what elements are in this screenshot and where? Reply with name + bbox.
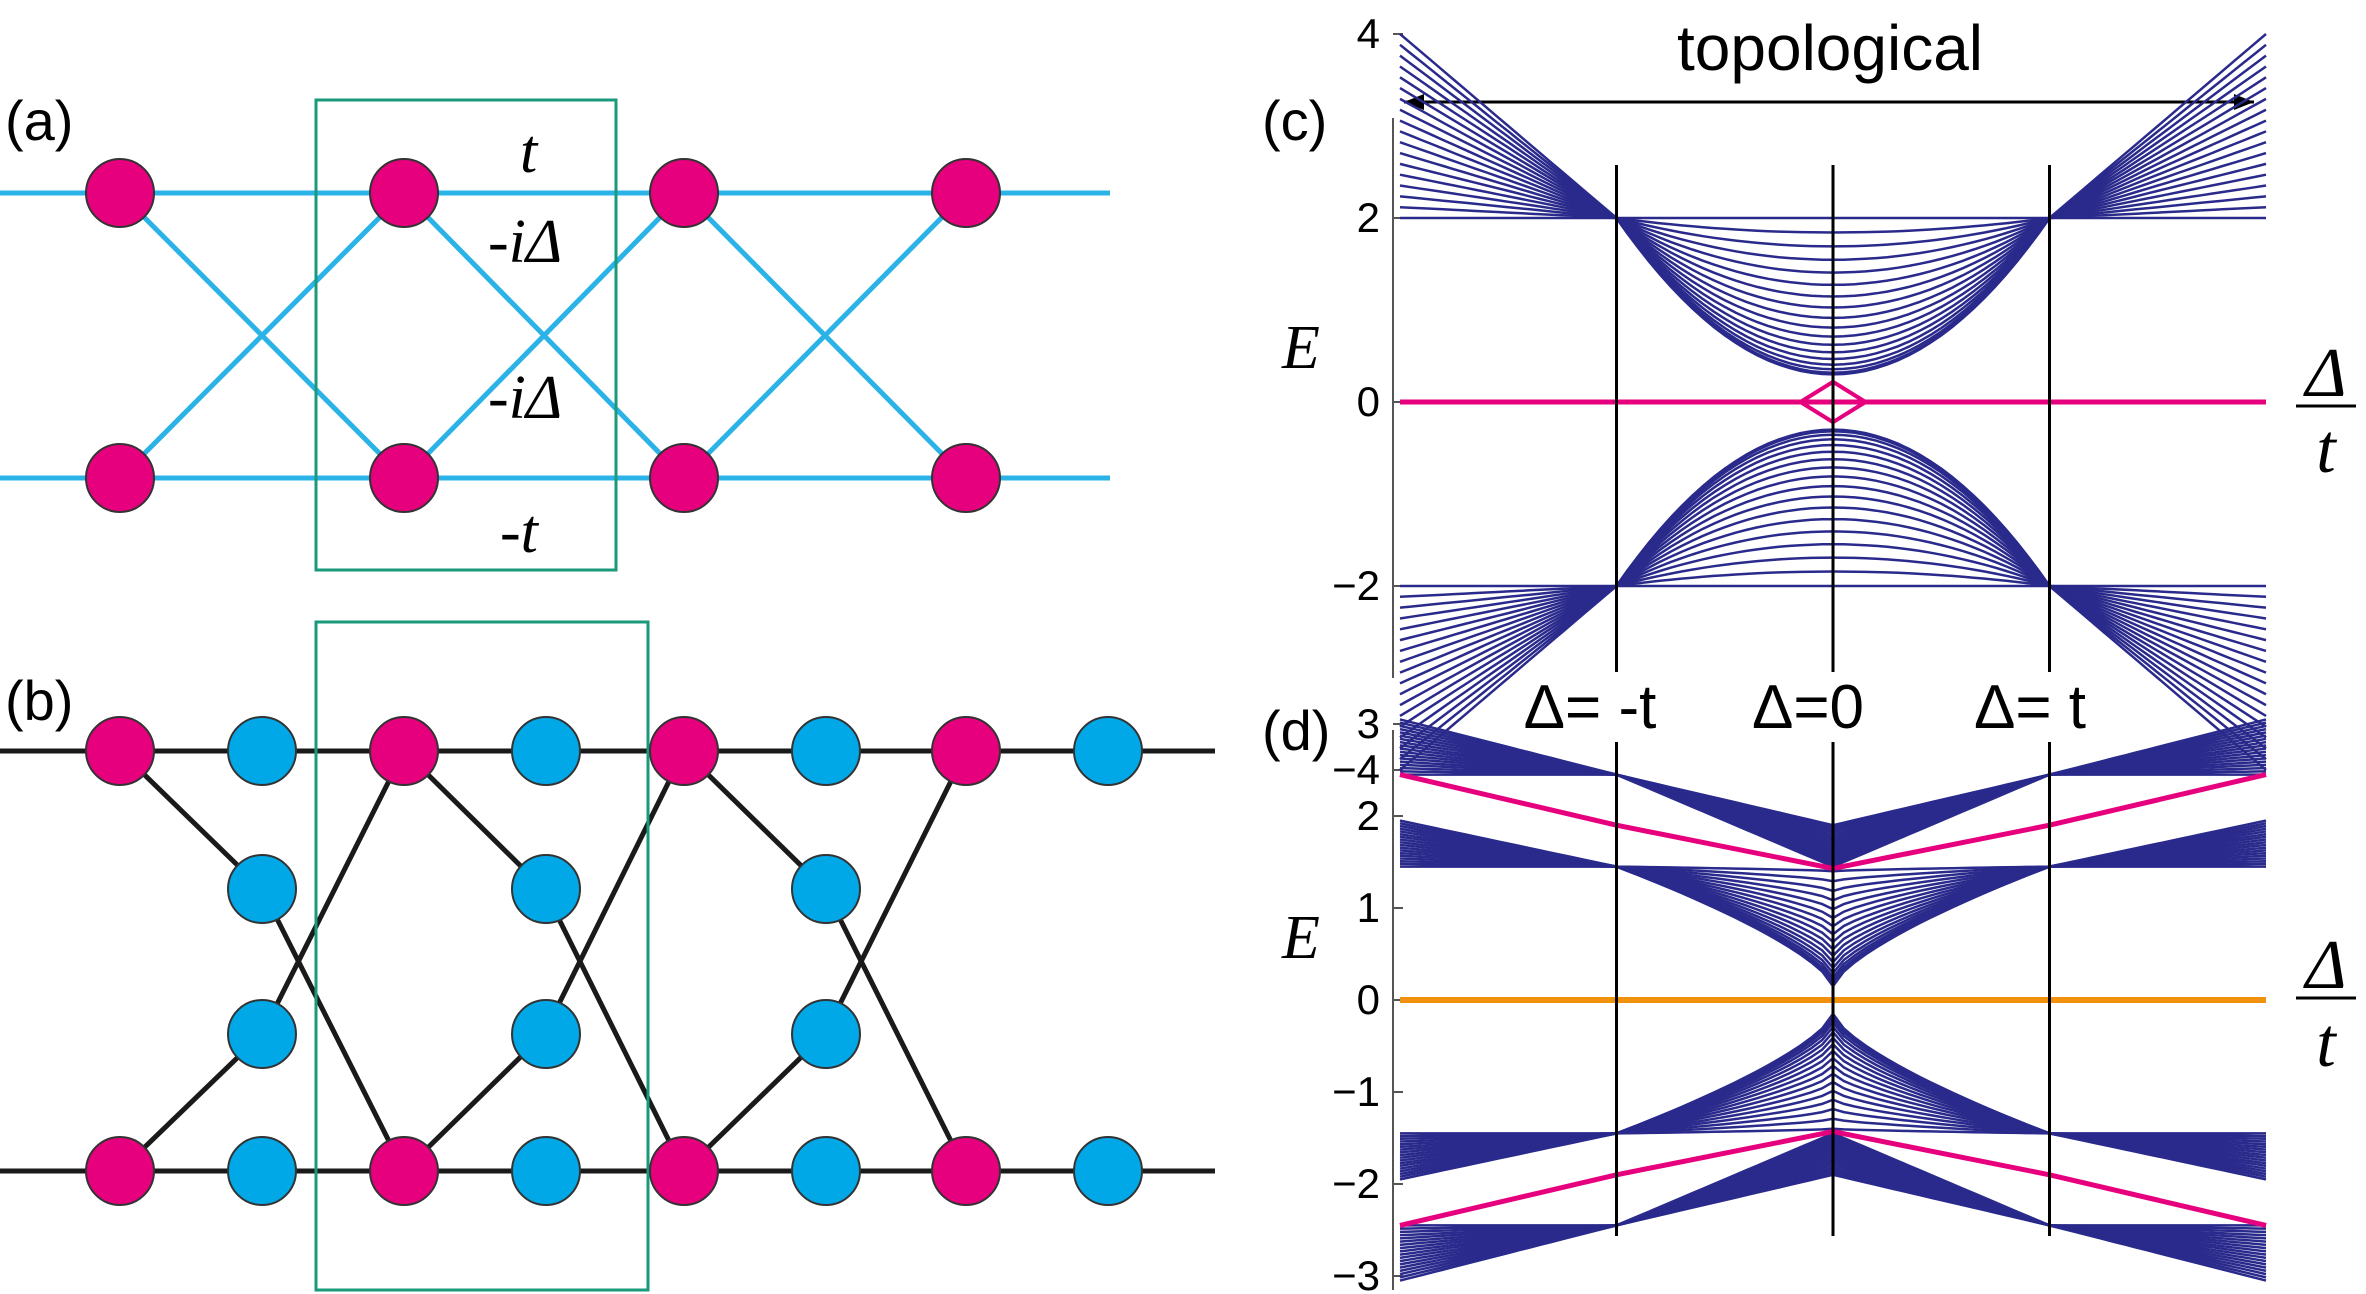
y-tick-label: −3 — [1332, 1252, 1380, 1294]
panel-b-unit-cell — [314, 620, 650, 1292]
panel-d-e-label: E — [1281, 904, 1320, 972]
panel-d-x-label-den: t — [2316, 1005, 2337, 1082]
hop-label-t: t — [520, 118, 539, 186]
site-magenta — [85, 1136, 155, 1206]
y-tick-label: 0 — [1357, 976, 1380, 1023]
site-cyan — [791, 999, 861, 1069]
panel-d-label: (d) — [1262, 699, 1330, 762]
panel-a-bonds — [0, 190, 1110, 481]
site-cyan — [1073, 1136, 1143, 1206]
topological-range: topological — [1404, 12, 2254, 110]
marker-delta-0: Δ=0 — [1752, 673, 1864, 742]
bond-chain-up — [402, 749, 687, 1173]
panel-a-label: (a) — [5, 89, 73, 152]
bond-chain-down — [402, 749, 687, 1173]
panel-c-vertical-lines — [1615, 165, 2051, 672]
site-magenta — [369, 158, 439, 228]
panel-b-label: (b) — [5, 669, 73, 732]
panel-c-e-label: E — [1281, 314, 1320, 382]
panel-b: (b) — [0, 620, 1215, 1292]
y-tick-label: −4 — [1332, 746, 1380, 793]
site-cyan — [511, 999, 581, 1069]
site-cyan — [511, 854, 581, 924]
site-magenta — [369, 716, 439, 786]
site-magenta — [649, 1136, 719, 1206]
site-cyan — [227, 854, 297, 924]
y-tick-label: 1 — [1357, 884, 1380, 931]
panel-d-vertical-lines — [1615, 742, 2051, 1236]
bond-diagonal-up — [682, 191, 968, 480]
site-cyan — [791, 1136, 861, 1206]
site-cyan — [227, 1136, 297, 1206]
panel-d-y-ticks: 3 2 1 0 −1 −2 −3 — [1332, 700, 1403, 1294]
bond-chain-up — [118, 749, 407, 1173]
y-tick-label: 2 — [1357, 792, 1380, 839]
y-tick-label: 3 — [1357, 700, 1380, 747]
panel-b-sites — [85, 716, 1143, 1206]
site-magenta — [85, 158, 155, 228]
topological-label: topological — [1677, 12, 1983, 84]
y-tick-label: 0 — [1357, 378, 1380, 425]
site-magenta — [931, 158, 1001, 228]
panel-a-unit-cell — [314, 98, 618, 572]
y-tick-label: −2 — [1332, 1160, 1380, 1207]
y-tick-label: 4 — [1357, 10, 1380, 57]
site-cyan — [1073, 716, 1143, 786]
bond-chain-down — [682, 749, 969, 1173]
site-cyan — [791, 716, 861, 786]
site-magenta — [649, 158, 719, 228]
bond-diagonal-up — [402, 191, 686, 480]
hop-label-neg-t: -t — [500, 498, 540, 566]
panel-b-bonds — [0, 748, 1215, 1174]
site-magenta — [931, 443, 1001, 513]
site-cyan — [227, 999, 297, 1069]
hop-label-neg-i-delta-top: -iΔ — [488, 208, 562, 276]
marker-delta-neg-t: Δ= -t — [1524, 673, 1657, 742]
bond-chain-down — [118, 749, 407, 1173]
bond-diagonal-up — [118, 191, 406, 480]
panel-c-label: (c) — [1262, 89, 1327, 152]
panel-c-y-ticks: 4 2 0 −2 −4 — [1332, 10, 1403, 793]
panel-c-x-label-den: t — [2316, 411, 2337, 488]
site-magenta — [369, 1136, 439, 1206]
site-cyan — [511, 1136, 581, 1206]
y-tick-label: 2 — [1357, 194, 1380, 241]
site-cyan — [511, 716, 581, 786]
panel-c-x-label-num: Δ — [2302, 335, 2346, 412]
y-tick-label: −1 — [1332, 1068, 1380, 1115]
site-magenta — [649, 443, 719, 513]
panel-c: (c) 4 2 0 −2 −4 E Δ t Δ= -t Δ=0 Δ= t — [1262, 10, 2356, 793]
site-magenta — [85, 443, 155, 513]
site-magenta — [369, 443, 439, 513]
panel-a-sites — [85, 158, 1001, 513]
panel-a: (a) t -iΔ -iΔ -t — [0, 89, 1110, 572]
y-tick-label: −2 — [1332, 562, 1380, 609]
bond-chain-up — [682, 749, 969, 1173]
site-magenta — [85, 716, 155, 786]
site-magenta — [931, 716, 1001, 786]
site-cyan — [791, 854, 861, 924]
site-magenta — [931, 1136, 1001, 1206]
panel-d-x-label-num: Δ — [2302, 927, 2346, 1004]
panel-d: (d) 3 2 1 0 −1 −2 −3 E Δ t — [1262, 699, 2356, 1294]
site-cyan — [227, 716, 297, 786]
marker-delta-t: Δ= t — [1974, 673, 2086, 742]
site-magenta — [649, 716, 719, 786]
hop-label-neg-i-delta-bottom: -iΔ — [488, 364, 562, 432]
